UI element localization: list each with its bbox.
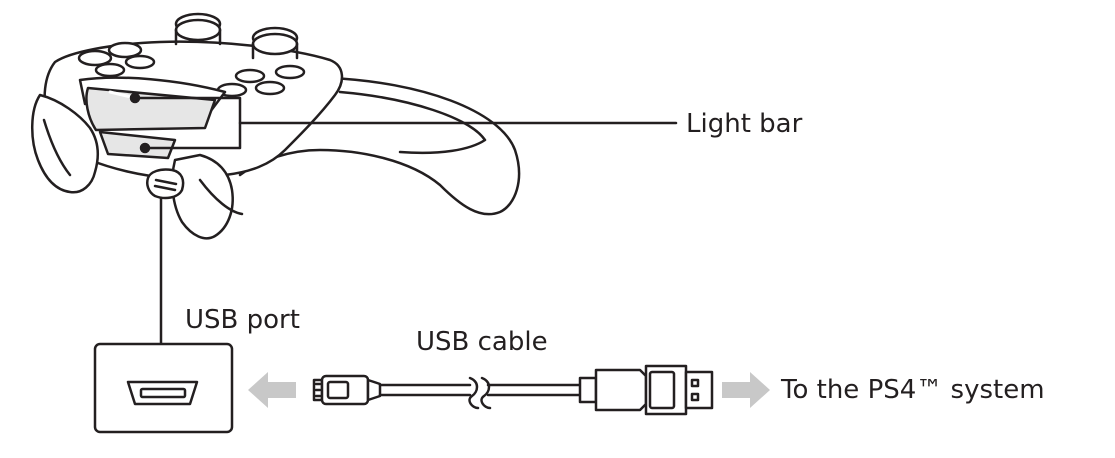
destination-label: To the PS4™ system [781,375,1045,405]
usb-a-plug-icon [578,364,714,416]
usb-port-label: USB port [185,305,300,335]
usb-cable [312,364,714,416]
light-bar-label: Light bar [686,109,803,139]
arrow-left-icon [248,372,296,408]
usb-cable-label: USB cable [416,327,548,357]
usb-port-icon [93,342,234,434]
controller-illustration [30,12,521,240]
arrow-right-icon [722,372,770,408]
